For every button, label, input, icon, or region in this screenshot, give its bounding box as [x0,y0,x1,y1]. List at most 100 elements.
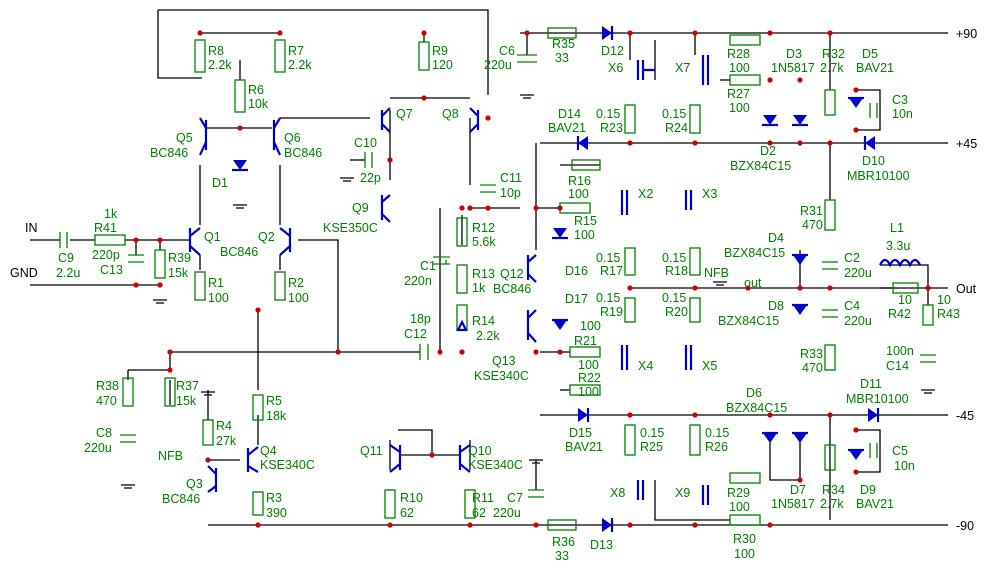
q8-label: Q8 [442,107,459,121]
r36-label: R36 [552,535,575,549]
r24-label: R24 [665,121,688,135]
r20-value: 0.15 [662,291,686,305]
q9-value: KSE350C [323,221,378,235]
r28-value: 100 [729,61,750,75]
q4-value: KSE340C [260,458,315,472]
r2-value: 100 [288,291,309,305]
d6-label: D6 [746,386,762,400]
r17-label: R17 [600,264,623,278]
semiconductors [188,26,880,532]
d7-label: D7 [790,483,806,497]
component-labels: R8 2.2k R7 2.2k R6 10k R9 120 R35 33 C6 … [56,37,960,563]
c1-value: 220n [404,274,432,288]
d4-label: D4 [768,231,784,245]
c12-value: 18p [410,312,431,326]
r31-label: R31 [800,204,823,218]
r19-label: R19 [600,305,623,319]
ground-symbols [121,94,935,489]
c6-label: C6 [499,44,515,58]
r13-label: R13 [472,267,495,281]
r42-label: R42 [888,307,911,321]
c1-label: C1 [420,259,436,273]
c8-label: C8 [96,426,112,440]
r3-label: R3 [266,491,282,505]
r43-label: R43 [937,307,960,321]
r31-value: 470 [802,218,823,232]
x5-label: X5 [702,359,717,373]
r37-value: 15k [176,394,197,408]
d9-label: D9 [860,483,876,497]
components [59,27,936,531]
r3-value: 390 [266,506,287,520]
r9-label: R9 [432,44,448,58]
c5-value: 10n [894,459,915,473]
r29-value: 100 [729,500,750,514]
r35-value: 33 [555,51,569,65]
q6-value: BC846 [284,146,322,160]
r19-value: 0.15 [596,291,620,305]
r36-value: 33 [555,549,569,563]
r23-label: R23 [600,121,623,135]
c10-label: C10 [354,136,377,150]
r11-label: R11 [472,491,494,505]
r13-value: 1k [472,281,486,295]
r32-label: R32 [822,47,845,61]
l1-label: L1 [890,221,904,235]
d6-value: BZX84C15 [726,401,787,415]
q11-label: Q11 [360,444,383,458]
r15-value: 100 [574,228,595,242]
r20-label: R20 [665,305,688,319]
r32-value: 2.7k [820,61,844,75]
c3-value: 10n [892,107,913,121]
r41-label: R41 [94,221,117,235]
r37-label: R37 [176,379,199,393]
rail-minus45-label: -45 [956,409,974,423]
r34-value: 2.7k [820,497,844,511]
r21-label: R21 [574,334,597,348]
r17-value: 0.15 [596,251,620,265]
q6-label: Q6 [284,131,301,145]
x3-label: X3 [702,187,717,201]
d8-label: D8 [768,299,784,313]
q3-value: BC846 [162,492,200,506]
r16-label: R16 [568,174,591,188]
q5-value: BC846 [150,146,188,160]
nfb-label-input: NFB [158,449,183,463]
d5-value: BAV21 [856,61,894,75]
r4-label: R4 [216,419,232,433]
junction-dots [133,30,931,528]
c2-label: C2 [844,251,860,265]
c7-value: 220u [493,506,521,520]
rail-plus90-label: +90 [956,27,977,41]
r30-label: R30 [733,532,756,546]
out-node-label: out [744,276,762,290]
l1-value: 3.3u [886,239,910,253]
q4-label: Q4 [260,444,277,458]
r5-label: R5 [266,394,282,408]
r23-value: 0.15 [596,107,620,121]
d17-label: D17 [565,292,588,306]
r34-label: R34 [822,483,845,497]
q10-label: Q10 [468,444,492,458]
x9-label: X9 [675,486,690,500]
r14-value: 2.2k [476,329,500,343]
r38-label: R38 [96,379,119,393]
r7-value: 2.2k [288,58,312,72]
c13-label: C13 [100,263,123,277]
c12-label: C12 [404,327,427,341]
r30-value: 100 [734,547,755,561]
r9-value: 120 [432,58,453,72]
r33-label: R33 [800,347,823,361]
r39-value: 15k [168,266,189,280]
r33-value: 470 [802,361,823,375]
r5-value: 18k [266,409,287,423]
c7-label: C7 [507,491,523,505]
x4-label: X4 [638,359,653,373]
c6-value: 220u [484,58,512,72]
r25-value: 0.15 [640,426,664,440]
r28-label: R28 [727,47,750,61]
d3-label: D3 [786,47,802,61]
r35-label: R35 [552,37,575,51]
d3-value: 1N5817 [771,61,815,75]
q10-value: KSE340C [468,458,523,472]
